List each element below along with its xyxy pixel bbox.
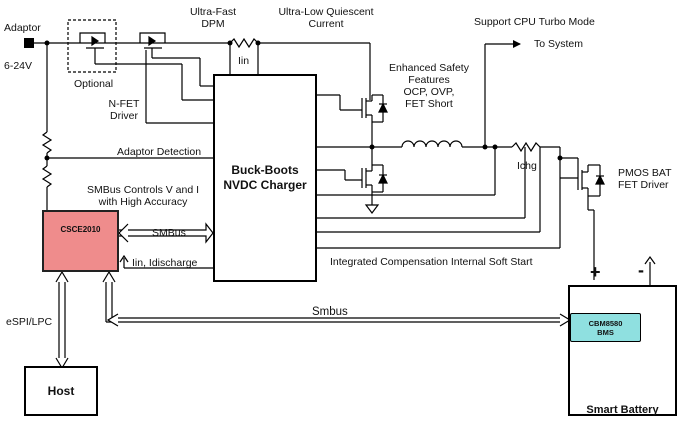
enhanced-safety-label: Enhanced Safety Features OCP, OVP, FET S… [389, 62, 469, 110]
nvdc-charger-block: Buck-Boots NVDC Charger [213, 74, 317, 282]
bms-block: CBM8580 BMS [570, 313, 641, 342]
charger-title-line1: Buck-Boots [231, 163, 299, 177]
smbus-main-label: Smbus [312, 306, 348, 318]
ultra-fast-dpm-label: Ultra-Fast DPM [189, 6, 237, 30]
iin-idischarge-label: Iin, Idischarge [132, 257, 198, 269]
bms-line2: BMS [597, 327, 614, 337]
smbus-controls-label: SMBus Controls V and I with High Accurac… [86, 184, 200, 208]
pmos-bat-label: PMOS BAT FET Driver [618, 167, 672, 191]
adaptor-detection-label: Adaptor Detection [117, 146, 202, 158]
host-block: Host [24, 366, 98, 416]
battery-plus-label: + [590, 262, 601, 282]
espi-lpc-label: eSPI/LPC [6, 316, 53, 328]
to-system-label: To System [534, 38, 584, 50]
nfet-driver-label: N-FET Driver [108, 98, 140, 122]
csce2010-block: CSCE2010 [42, 210, 119, 272]
ichg-label: Ichg [517, 160, 537, 172]
smart-battery-block [568, 285, 677, 416]
battery-minus-label: - [638, 260, 644, 280]
iin-label: Iin [238, 55, 250, 67]
bms-line1: CBM8580 [588, 318, 623, 328]
optional-label: Optional [74, 78, 114, 90]
voltage-label: 6-24V [4, 60, 33, 72]
ultra-low-quiescent-label: Ultra-Low Quiescent Current [278, 6, 374, 30]
smbus-short-label: SMBus [152, 227, 186, 239]
support-cpu-turbo-label: Support CPU Turbo Mode [474, 16, 595, 28]
integrated-compensation-label: Integrated Compensation Internal Soft St… [330, 256, 533, 268]
charger-title-line2: NVDC Charger [223, 178, 307, 192]
smart-battery-label: Smart Battery [586, 404, 659, 416]
adaptor-label: Adaptor [4, 22, 41, 34]
